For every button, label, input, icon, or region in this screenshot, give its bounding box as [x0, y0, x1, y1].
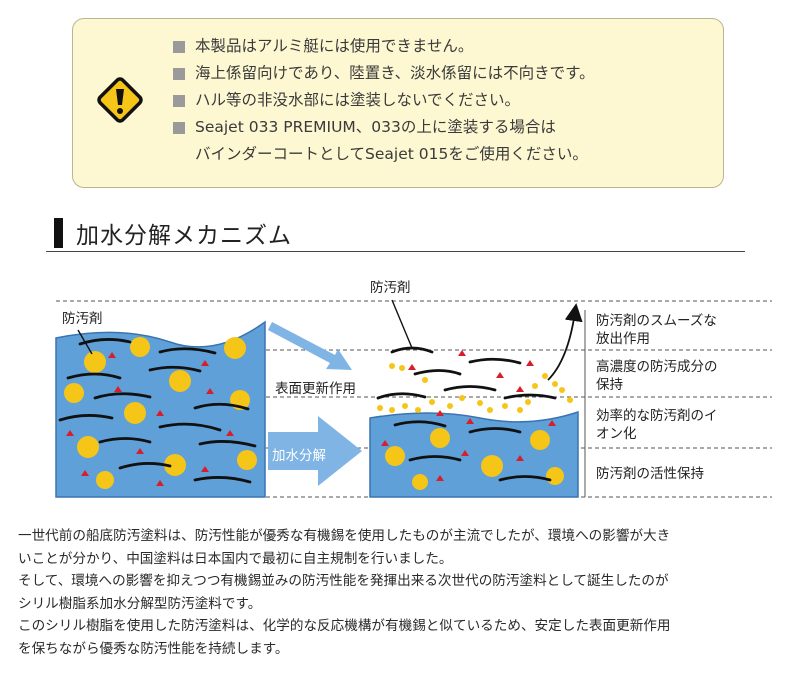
- mechanism-labels: 防汚剤のスムーズな 放出作用 高濃度の防汚成分の 保持 効率的な防汚剤のイ オン…: [596, 313, 718, 482]
- warning-item: 海上係留向けであり、陸置き、淡水係留には不向きです。: [173, 60, 595, 87]
- mechanism-label-line1: 効率的な防汚剤のイ: [596, 407, 718, 424]
- left-agent-label: 防汚剤: [62, 311, 103, 327]
- ions-left: [66, 352, 234, 486]
- warning-text: 海上係留向けであり、陸置き、淡水係留には不向きです。: [195, 64, 595, 82]
- polymer-chains-left: [58, 338, 257, 484]
- mechanism-label-line2: 放出作用: [596, 331, 650, 347]
- square-bullet-icon: [173, 68, 185, 80]
- mechanism-label-line1: 高濃度の防汚成分の: [596, 358, 718, 375]
- polymer-chains-right: [376, 346, 557, 482]
- section-heading: 加水分解メカニズム: [46, 214, 745, 252]
- warning-item: ハル等の非没水部には塗装しないでください。: [173, 87, 595, 114]
- body-line: を保ちながら優秀な防汚性能を持続します。: [18, 640, 289, 657]
- square-bullet-icon: [173, 95, 185, 107]
- body-line: いことが分かり、中国塗料は日本国内で最初に自主規制を行いました。: [18, 550, 453, 567]
- warning-text: 本製品はアルミ艇には使用できません。: [195, 37, 474, 55]
- warning-list: 本製品はアルミ艇には使用できません。 海上係留向けであり、陸置き、淡水係留には不…: [173, 33, 595, 168]
- mechanism-label-line1: 防汚剤の活性保持: [596, 466, 704, 482]
- warning-item: 本製品はアルミ艇には使用できません。: [173, 33, 595, 60]
- top-agent-label: 防汚剤: [370, 280, 411, 296]
- coating-layer-before: [55, 320, 266, 498]
- left-label-pointer-line: [77, 329, 93, 355]
- warning-text: ハル等の非没水部には塗装しないでください。: [195, 91, 521, 109]
- body-text: 一世代前の船底防汚塗料は、防汚性能が優秀な有機錫を使用したものが主流でしたが、環…: [18, 525, 778, 661]
- diagram-svg: 防汚剤 防汚剤 表面更新作用 加水分解 防汚剤のスムーズな 放出作用 高濃度の防…: [55, 280, 772, 498]
- square-bullet-icon: [173, 41, 185, 53]
- mechanism-label-line2: オン化: [596, 426, 637, 442]
- surface-renewal-label: 表面更新作用: [275, 381, 356, 397]
- release-arrow: [547, 303, 583, 381]
- mechanism-label-line2: 保持: [596, 377, 623, 393]
- label-pointer-line: [391, 299, 413, 349]
- surface-renewal-arrow: [268, 322, 352, 370]
- warning-item: Seajet 033 PREMIUM、033の上に塗装する場合はバインダーコート…: [173, 114, 595, 168]
- hydrolysis-arrow-body: [268, 436, 320, 466]
- section-title: 加水分解メカニズム: [76, 223, 292, 249]
- hydrolysis-diagram: 防汚剤 防汚剤 表面更新作用 加水分解 防汚剤のスムーズな 放出作用 高濃度の防…: [0, 270, 789, 510]
- warning-text-continued: バインダーコートとしてSeajet 015をご使用ください。: [195, 145, 588, 163]
- warning-box: 本製品はアルミ艇には使用できません。 海上係留向けであり、陸置き、淡水係留には不…: [72, 18, 724, 188]
- warning-text: Seajet 033 PREMIUM、033の上に塗装する場合は: [195, 118, 556, 136]
- body-line: そして、環境への影響を抑えつつ有機錫並みの防汚性能を発揮出来る次世代の防汚塗料と…: [18, 573, 669, 590]
- ions-right: [381, 350, 556, 481]
- mechanism-label-line1: 防汚剤のスムーズな: [596, 313, 717, 329]
- body-line: 一世代前の船底防汚塗料は、防汚性能が優秀な有機錫を使用したものが主流でしたが、環…: [18, 528, 671, 544]
- body-line: シリル樹脂系加水分解型防汚塗料です。: [18, 595, 262, 612]
- warning-diamond-icon: [97, 77, 143, 123]
- body-line: このシリル樹脂を使用した防汚塗料は、化学的な反応機構が有機錫と似ているため、安定…: [18, 618, 671, 635]
- heading-bar: [54, 218, 63, 248]
- hydrolysis-label: 加水分解: [272, 448, 326, 464]
- square-bullet-icon: [173, 122, 185, 134]
- released-agent-dots: [377, 363, 573, 413]
